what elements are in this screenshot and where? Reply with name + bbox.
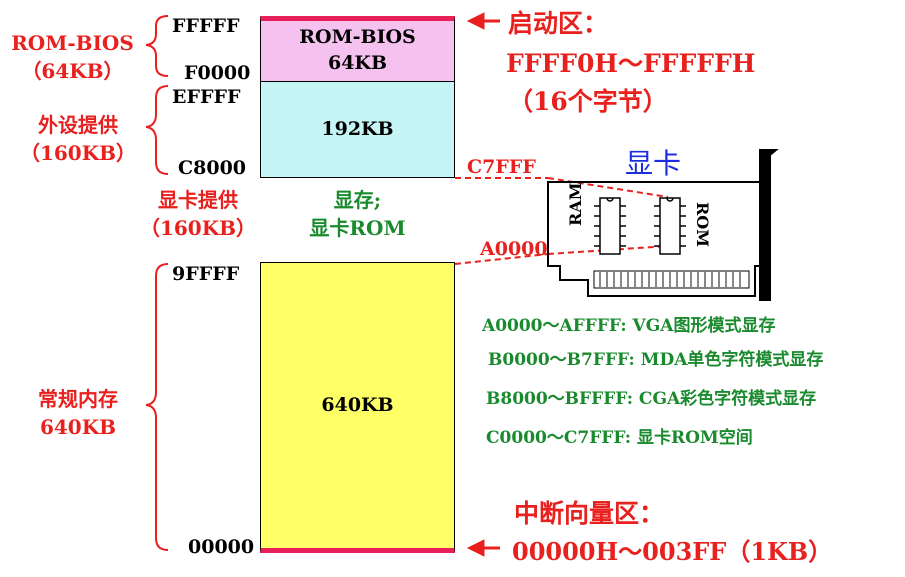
segment-conventional: 640KB <box>260 262 455 553</box>
arrow-vector <box>466 539 500 557</box>
video-map-item-vga: A0000～AFFFF: VGA图形模式显存 <box>482 316 776 336</box>
vector-area-title: 中断向量区： <box>514 499 665 528</box>
label-conventional-line1: 常规内存 <box>38 387 118 411</box>
label-rom-bios: ROM-BIOS （64KB） <box>0 29 145 85</box>
segment-rom-bios: ROM-BIOS 64KB <box>260 16 455 82</box>
arrow-boot <box>466 12 500 30</box>
label-peripheral: 外设提供 （160KB） <box>8 111 148 167</box>
label-video-line2: （160KB） <box>139 216 257 240</box>
segment-conventional-label: 640KB <box>321 393 394 416</box>
boot-area-size: （16个字节） <box>508 87 668 116</box>
label-peripheral-line2: （160KB） <box>19 141 137 165</box>
address-9ffff: 9FFFF <box>172 263 240 285</box>
boot-area-title: 启动区： <box>508 9 609 38</box>
card-pins <box>599 272 741 287</box>
segment-peripheral-label: 192KB <box>321 117 394 140</box>
video-map-item-cga: B8000～BFFFF: CGA彩色字符模式显存 <box>486 389 817 409</box>
address-c8000: C8000 <box>178 157 247 179</box>
label-peripheral-line1: 外设提供 <box>38 113 118 137</box>
brace-peripheral <box>145 85 169 175</box>
boot-area-range: FFFF0H～FFFFFH <box>506 49 756 78</box>
address-00000: 00000 <box>188 536 255 558</box>
video-card-addr-bottom: A0000 <box>480 238 548 260</box>
address-effff: EFFFF <box>172 86 241 108</box>
segment-video-line2: 显卡ROM <box>309 216 406 240</box>
label-video-line1: 显卡提供 <box>158 188 238 212</box>
brace-rom-bios <box>145 15 169 77</box>
label-rom-bios-line1: ROM-BIOS <box>11 31 134 55</box>
segment-video: 显存; 显卡ROM <box>260 186 455 242</box>
vector-area-range: 00000H～003FF（1KB） <box>512 537 833 566</box>
chip-ram-label: RAM <box>566 182 585 226</box>
video-card-outline <box>547 149 779 301</box>
label-rom-bios-line2: （64KB） <box>21 59 124 83</box>
dashed-bottom <box>454 253 549 265</box>
label-conventional-line2: 640KB <box>39 415 117 439</box>
address-fffff: FFFFF <box>172 15 240 37</box>
address-f0000: F0000 <box>184 62 251 84</box>
label-video: 显卡提供 （160KB） <box>128 186 268 242</box>
video-card-addr-top: C7FFF <box>467 156 536 178</box>
card-connector <box>593 270 750 289</box>
segment-rom-bios-line1: ROM-BIOS <box>299 26 416 49</box>
segment-video-line1: 显存; <box>333 188 382 212</box>
brace-conventional <box>145 263 169 551</box>
segment-rom-bios-line2: 64KB <box>327 52 387 74</box>
video-map-item-rom: C0000～C7FFF: 显卡ROM空间 <box>486 428 753 448</box>
video-card-title: 显卡 <box>625 147 682 180</box>
chip-rom-icon <box>654 197 686 255</box>
chip-ram-icon <box>594 197 626 255</box>
video-map-item-mda: B0000～B7FFF: MDA单色字符模式显存 <box>488 350 824 370</box>
chip-rom-label: ROM <box>693 202 712 247</box>
segment-peripheral: 192KB <box>260 81 455 178</box>
label-conventional: 常规内存 640KB <box>8 385 148 441</box>
